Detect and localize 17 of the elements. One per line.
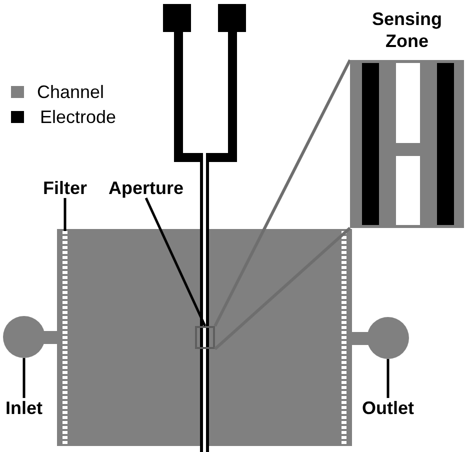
part-label: Inlet xyxy=(6,398,42,418)
part-label: Filter xyxy=(43,178,87,198)
leader-line xyxy=(144,197,206,327)
legend-label: Electrode xyxy=(40,107,116,127)
filter-strip xyxy=(62,231,68,445)
legend-label: Channel xyxy=(37,82,104,102)
aperture-zoom-frame xyxy=(195,326,215,349)
zoom-line xyxy=(214,226,351,350)
leader-line xyxy=(386,359,390,398)
part-label: Outlet xyxy=(362,398,414,418)
fluid-port xyxy=(3,316,45,358)
zoom-line xyxy=(214,59,352,327)
inset-heading: Sensing Zone xyxy=(372,8,442,53)
fluid-port xyxy=(367,317,409,359)
leader-line xyxy=(64,198,66,231)
part-label: Aperture xyxy=(108,178,184,198)
leader-line xyxy=(22,358,26,398)
